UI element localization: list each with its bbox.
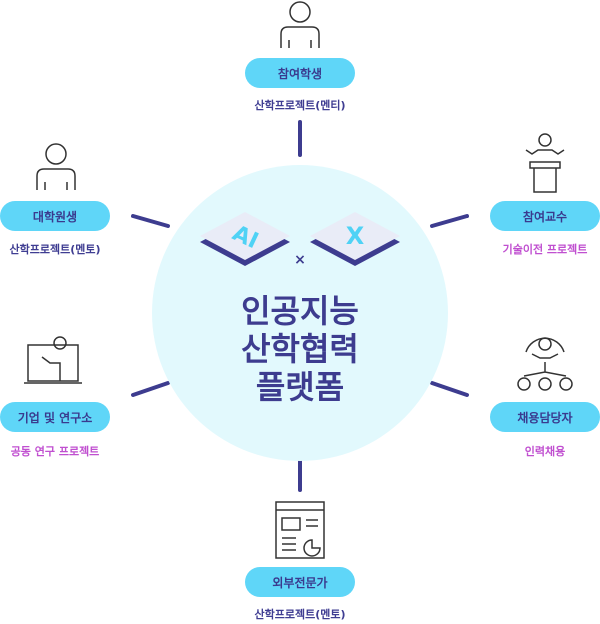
node-label: 채용담당자 [517, 410, 573, 425]
node-label: 외부전문가 [272, 575, 328, 590]
center-title: 인공지능 산학협력 플랫폼 [152, 292, 448, 406]
node-subtitle: 산학프로젝트(멘토) [9, 243, 101, 256]
title-line: 인공지능 [241, 292, 359, 330]
node-participating-students: 참여학생 [245, 58, 355, 88]
node-subtitle: 인력채용 [524, 445, 566, 458]
node-graduate-students: 대학원생 [0, 201, 110, 231]
node-recruiters: 채용담당자 [490, 402, 600, 432]
node-companies-institutes: 기업 및 연구소 [0, 402, 110, 432]
title-line: 플랫폼 [255, 368, 345, 406]
grad-student-icon [36, 143, 76, 190]
ai-x-chip-logo: AI × X [200, 212, 400, 268]
node-label: 대학원생 [32, 209, 78, 224]
center-circle [152, 165, 448, 461]
professor-podium-icon [525, 133, 565, 193]
node-subtitle: 산학프로젝트(멘토) [254, 608, 346, 621]
node-label: 참여학생 [277, 66, 323, 81]
svg-text:×: × [294, 252, 306, 268]
recruiter-network-icon [517, 337, 573, 391]
document-chart-icon [275, 501, 325, 559]
student-icon [280, 1, 320, 48]
node-external-experts: 외부전문가 [245, 567, 355, 597]
node-participating-professors: 참여교수 [490, 201, 600, 231]
node-subtitle: 공동 연구 프로젝트 [10, 445, 100, 458]
company-presentation-icon [24, 336, 82, 384]
node-label: 참여교수 [522, 209, 568, 224]
node-label: 기업 및 연구소 [17, 410, 93, 425]
node-subtitle: 산학프로젝트(멘티) [254, 99, 346, 112]
svg-text:X: X [346, 222, 365, 250]
node-subtitle: 기술이전 프로젝트 [502, 243, 588, 256]
title-line: 산학협력 [241, 330, 359, 368]
